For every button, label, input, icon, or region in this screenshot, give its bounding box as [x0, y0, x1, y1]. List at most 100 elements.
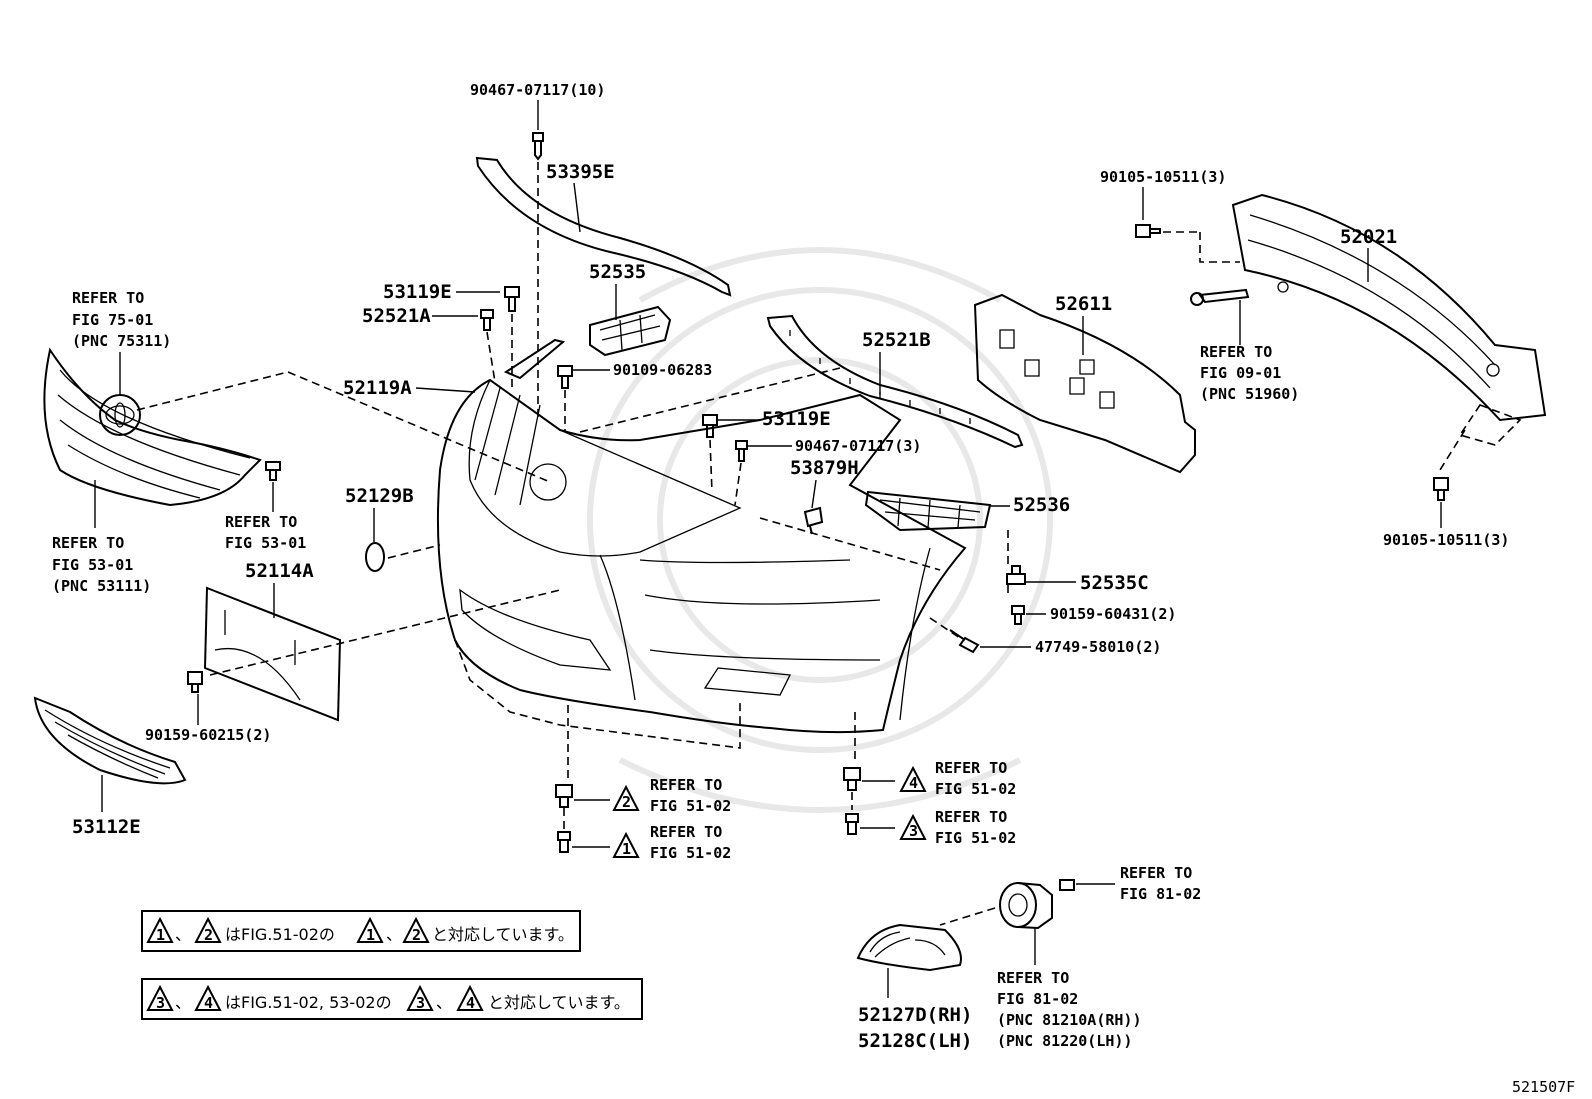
label-52536: 52536: [1013, 494, 1070, 516]
svg-text:、: 、: [436, 993, 452, 1012]
ref-emblem-3: (PNC 75311): [72, 332, 171, 350]
ref-2-line1: REFER TO: [650, 776, 722, 794]
grille-clip[interactable]: [265, 461, 281, 481]
label-52021: 52021: [1340, 226, 1397, 248]
note-box-2: 3 、 4 はFIG.51-02, 53-02の 3 、 4 と対応しています。: [141, 978, 643, 1020]
label-52127d: 52127D(RH): [858, 1004, 972, 1026]
svg-text:はFIG.51-02の: はFIG.51-02の: [225, 925, 335, 944]
screw-90109[interactable]: [557, 365, 573, 389]
svg-text:、: 、: [175, 925, 191, 944]
ref-grille-clip-1: REFER TO: [225, 513, 297, 531]
svg-text:はFIG.51-02, 53-02の: はFIG.51-02, 53-02の: [225, 993, 392, 1012]
svg-text:4: 4: [909, 774, 918, 792]
tow-hook-bolt[interactable]: [1190, 288, 1250, 306]
marker-3-icon: 3: [899, 813, 927, 840]
ref-grille-2: FIG 53-01: [52, 556, 133, 574]
label-47749: 47749-58010(2): [1035, 638, 1161, 656]
label-53112e: 53112E: [72, 816, 141, 838]
svg-text:2: 2: [204, 926, 213, 944]
lower-grille-53112e[interactable]: [33, 696, 187, 785]
absorber-52611[interactable]: [973, 293, 1196, 474]
ref-emblem-2: FIG 75-01: [72, 311, 153, 329]
bolt-90105-top[interactable]: [1135, 224, 1161, 238]
diagram-id: 521507F: [1512, 1078, 1575, 1096]
bumper-cover-52119a[interactable]: [436, 378, 967, 734]
bolt-90467-top[interactable]: [532, 132, 544, 161]
svg-text:、: 、: [386, 925, 402, 944]
svg-text:2: 2: [412, 926, 421, 944]
label-52128c: 52128C(LH): [858, 1030, 972, 1052]
clip-90467-3[interactable]: [735, 440, 748, 462]
label-53395e: 53395E: [546, 161, 615, 183]
ref-fog-lamp-4: (PNC 81220(LH)): [997, 1032, 1132, 1050]
cap-52129b[interactable]: [365, 542, 385, 572]
screw-90159-60215[interactable]: [187, 671, 203, 693]
bracket-52535[interactable]: [589, 305, 672, 357]
label-90109: 90109-06283: [613, 361, 712, 379]
marker-2-icon: 2: [612, 784, 640, 811]
retainer-53119e-top[interactable]: [504, 286, 520, 312]
ref-emblem-1: REFER TO: [72, 289, 144, 307]
ref-tow-hook-2: FIG 09-01: [1200, 364, 1281, 382]
label-52521a: 52521A: [362, 305, 431, 327]
ref-4-line1: REFER TO: [935, 759, 1007, 777]
ref-fog-lamp-2: FIG 81-02: [997, 990, 1078, 1008]
bracket-52536[interactable]: [864, 490, 992, 532]
label-53119e-mid: 53119E: [762, 408, 831, 430]
fog-lamp-cover[interactable]: [856, 923, 962, 972]
ref-4-line2: FIG 51-02: [935, 780, 1016, 798]
retainer-52535c[interactable]: [1006, 565, 1026, 585]
note-box-1: 1 、 2 はFIG.51-02の 1 、 2 と対応しています。: [141, 910, 581, 952]
ref-2-line2: FIG 51-02: [650, 797, 731, 815]
marker-1-icon: 1: [612, 831, 640, 858]
retainer-52521a[interactable]: [480, 309, 494, 331]
ref-fog-bulb-1: REFER TO: [1120, 864, 1192, 882]
svg-text:3: 3: [909, 822, 918, 840]
retainer-53119e-mid[interactable]: [702, 414, 718, 438]
watermark-emblem: [587, 247, 1053, 813]
license-plate-bracket-52114a[interactable]: [203, 586, 342, 722]
svg-text:3: 3: [416, 994, 425, 1012]
ref-3-line1: REFER TO: [935, 808, 1007, 826]
ref-1-line2: FIG 51-02: [650, 844, 731, 862]
ref-fog-bulb-2: FIG 81-02: [1120, 885, 1201, 903]
bolt-90105-bottom[interactable]: [1433, 477, 1449, 501]
ref-fog-lamp-1: REFER TO: [997, 969, 1069, 987]
svg-text:、: 、: [175, 993, 191, 1012]
screw-47749[interactable]: [949, 629, 980, 654]
fog-bulb-socket[interactable]: [1059, 879, 1075, 891]
ref-1-line1: REFER TO: [650, 823, 722, 841]
label-bolt-90105-top: 90105-10511(3): [1100, 168, 1226, 186]
fog-lamp[interactable]: [999, 882, 1053, 930]
svg-text:1: 1: [156, 926, 165, 944]
label-90467-3: 90467-07117(3): [795, 437, 921, 455]
label-52119a: 52119A: [343, 377, 412, 399]
screw-ref-3[interactable]: [845, 813, 859, 835]
label-53119e-top: 53119E: [383, 281, 452, 303]
screw-ref-2[interactable]: [555, 784, 573, 808]
screw-ref-4[interactable]: [843, 767, 861, 791]
label-52535c: 52535C: [1080, 572, 1149, 594]
label-bolt-90467: 90467-07117(10): [470, 81, 605, 99]
label-52535: 52535: [589, 261, 646, 283]
moulding-53395e[interactable]: [475, 156, 732, 297]
ref-tow-hook-3: (PNC 51960): [1200, 385, 1299, 403]
marker-4-icon: 4: [899, 765, 927, 792]
ref-3-line2: FIG 51-02: [935, 829, 1016, 847]
bracket-small-left[interactable]: [503, 338, 566, 380]
screw-ref-1[interactable]: [557, 831, 571, 853]
screw-90159-60431[interactable]: [1011, 605, 1025, 625]
reinforcement-52021[interactable]: [1231, 193, 1547, 422]
clip-53879h[interactable]: [803, 506, 824, 535]
ref-tow-hook-1: REFER TO: [1200, 343, 1272, 361]
label-52611: 52611: [1055, 293, 1112, 315]
svg-text:2: 2: [622, 793, 631, 811]
front-grille[interactable]: [43, 347, 262, 507]
svg-text:と対応しています。: と対応しています。: [488, 993, 630, 1012]
ref-grille-3: (PNC 53111): [52, 577, 151, 595]
emblem-icon[interactable]: [99, 394, 141, 436]
label-52521b: 52521B: [862, 329, 931, 351]
label-bolt-90105-bottom: 90105-10511(3): [1383, 531, 1509, 549]
svg-text:1: 1: [366, 926, 375, 944]
